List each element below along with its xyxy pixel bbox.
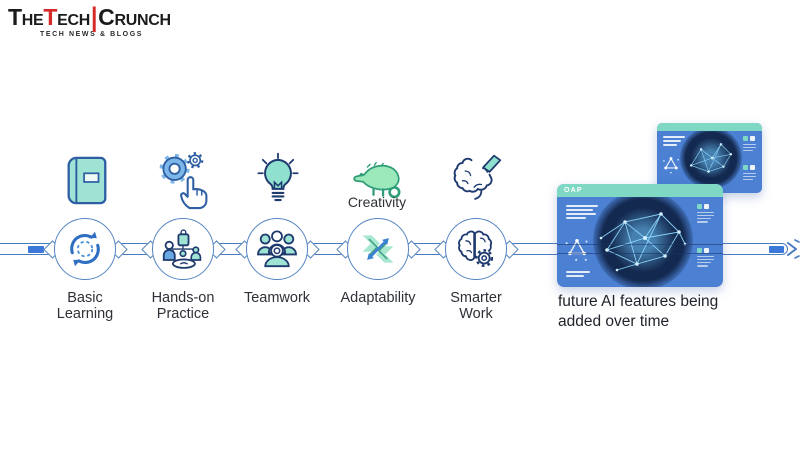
logo-divider-bar: |	[91, 2, 98, 32]
node-label-line1: Hands-on	[151, 290, 215, 306]
ai-visualization-orb	[680, 127, 742, 189]
ai-visualization-orb	[593, 190, 693, 287]
creativity-label: Creativity	[347, 194, 407, 210]
neural-mesh-graphic	[689, 143, 733, 173]
logo-part-t: T	[43, 4, 58, 30]
node-label-line2: Work	[459, 306, 493, 322]
placeholder-text-lines	[566, 205, 598, 219]
chameleon-icon	[353, 161, 401, 199]
brain-gear-icon	[458, 230, 494, 267]
constellation-icon	[565, 239, 588, 261]
node-label-line1: Basic	[67, 290, 103, 306]
node-label-teamwork: Teamwork	[222, 290, 332, 306]
node-label-line1: Smarter	[450, 290, 502, 306]
timeline-node-hands-on-practice	[152, 218, 214, 280]
stat-widget	[697, 248, 714, 269]
team-group-icon	[257, 230, 297, 268]
timeline-node-smarter-work	[445, 218, 507, 280]
timeline-arrow-icon	[787, 239, 800, 259]
neural-mesh-graphic	[599, 212, 687, 272]
node-label-line1: Adaptability	[340, 290, 416, 306]
stat-lines	[697, 255, 714, 267]
logo-tagline: TECH NEWS & BLOGS	[40, 31, 144, 38]
lightbulb-icon	[257, 152, 299, 202]
timeline-progress-segment-left	[28, 245, 44, 253]
caption-line2: added over time	[558, 312, 670, 330]
node-label-line1: Teamwork	[243, 290, 311, 306]
placeholder-text-lines	[663, 136, 685, 146]
stat-lines	[743, 143, 756, 152]
logo-part-the: The	[8, 4, 44, 30]
node-label-hands-on-practice: Hands-on Practice	[128, 290, 238, 322]
logo-wordmark: TheTech|Crunch	[8, 2, 171, 32]
window-titlebar	[657, 123, 762, 131]
app-window-small	[657, 123, 762, 193]
timeline-node-adaptability	[347, 218, 409, 280]
team-hierarchy-icon	[162, 229, 202, 269]
timeline-line-over-card-top	[557, 244, 723, 246]
placeholder-text-lines	[566, 271, 590, 277]
node-label-adaptability: Adaptability	[323, 290, 433, 306]
stat-widget	[743, 136, 756, 153]
swap-arrows-icon	[362, 235, 394, 263]
caption-line1: future AI features being	[558, 293, 719, 310]
constellation-icon	[663, 157, 679, 174]
node-label-line2: Learning	[56, 306, 114, 322]
node-label-smarter-work: Smarter Work	[421, 290, 531, 322]
stat-glyphs	[743, 165, 756, 170]
future-ai-caption: future AI features being added over time	[558, 292, 768, 331]
gears-hand-icon	[159, 152, 208, 210]
site-logo: TheTech|Crunch TECH NEWS & BLOGS	[8, 2, 171, 38]
stat-widget	[697, 204, 714, 225]
timeline-node-teamwork	[246, 218, 308, 280]
brain-pencil-icon	[453, 154, 502, 200]
stat-glyphs	[697, 248, 714, 253]
timeline-node-basic-learning	[54, 218, 116, 280]
stat-lines	[697, 211, 714, 223]
node-label-basic-learning: Basic Learning	[30, 290, 140, 322]
stat-glyphs	[743, 136, 756, 141]
app-window-large: OAP	[557, 184, 723, 287]
node-label-line2: Practice	[156, 306, 210, 322]
window-title: OAP	[564, 187, 583, 194]
sync-icon	[70, 231, 100, 267]
window-titlebar: OAP	[557, 184, 723, 197]
stat-lines	[743, 172, 756, 181]
book-icon	[67, 156, 107, 205]
logo-part-ech: ech	[57, 4, 91, 30]
stat-widget	[743, 165, 756, 182]
timeline-line-over-card-bottom	[557, 253, 723, 255]
timeline-progress-segment-right	[769, 245, 784, 253]
logo-part-crunch: Crunch	[98, 4, 171, 30]
stat-glyphs	[697, 204, 714, 209]
